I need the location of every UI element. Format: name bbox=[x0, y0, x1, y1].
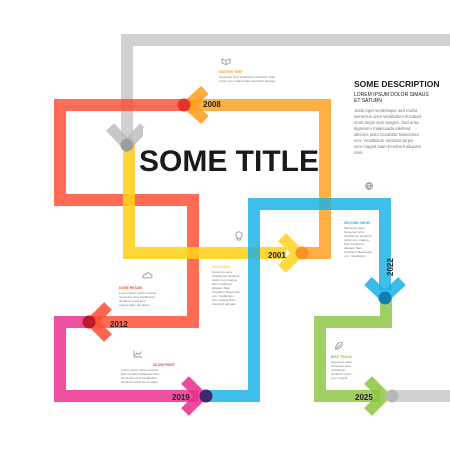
description-body-line: sem magna Nam hendrerit aliquam bbox=[354, 144, 422, 149]
milestone-line: Curabitur Maecenas bbox=[344, 250, 372, 254]
node-2012 bbox=[82, 315, 96, 329]
grey-timeline-path bbox=[121, 34, 450, 148]
milestone-heading: SECOND SHOW bbox=[344, 221, 371, 225]
milestone-2022: SECOND SHOW Sed amet dolor Senectus urna… bbox=[344, 182, 373, 258]
milestone-line: Lorem ipsum dolor sit amet bbox=[121, 368, 158, 372]
cloud-icon bbox=[142, 272, 153, 279]
lime-timeline-path bbox=[314, 298, 392, 402]
year-2022: 2022 bbox=[386, 258, 395, 276]
milestone-heading: GLOW POINT bbox=[153, 363, 176, 367]
milestone-line: Sed amet dolor bbox=[344, 226, 365, 230]
milestone-heading: IDEA DATE bbox=[212, 265, 231, 269]
milestone-2012: DONE RESUM Lorem ipsum dolor sit amet Se… bbox=[119, 272, 156, 307]
node-start bbox=[120, 138, 134, 152]
description-body-line: dignissim malesuada eleifend bbox=[354, 126, 411, 131]
description-heading: SOME DESCRIPTION bbox=[354, 79, 439, 89]
description-body-line: nam. bbox=[354, 150, 364, 155]
milestone-heading: DONE RESUM bbox=[119, 286, 142, 290]
milestone-line: aliquam Nam bbox=[344, 246, 363, 250]
milestone-line: Lorem ipsum dolor sit amet bbox=[119, 291, 156, 295]
milestone-line: orci. Vestibulum bbox=[212, 294, 234, 298]
globe-icon bbox=[365, 182, 373, 190]
milestone-line: Senectus urna bbox=[331, 364, 351, 368]
node-2025 bbox=[385, 389, 399, 403]
milestone-line: turpis sem magna bbox=[212, 278, 237, 282]
description-body-line: Justo eget scelerisque sed morbi. bbox=[354, 108, 418, 113]
milestone-line: magna Nam hendrerit bbox=[119, 303, 149, 307]
milestone-heading: BIKE TRACK bbox=[331, 355, 352, 359]
milestone-line: hendrerit aliquam bbox=[212, 302, 236, 306]
year-2025: 2025 bbox=[355, 393, 373, 402]
milestone-line: sem magna bbox=[331, 376, 347, 380]
description-body-line: ultricies justo Curabitur Maecenas bbox=[354, 132, 419, 137]
milestone-line: sem magna Nam bbox=[212, 298, 236, 302]
node-2022 bbox=[378, 291, 392, 305]
book-icon bbox=[221, 58, 231, 65]
yellow-timeline-path bbox=[123, 143, 286, 259]
lime-arrow-right bbox=[364, 376, 392, 416]
milestone-line: Sed amet dolor bbox=[331, 360, 352, 364]
description-subheading-line: LOREM IPSUM DOLOR SIMAUS bbox=[354, 92, 429, 98]
milestone-line: turpis sem magna Nam hendrerit aliquam bbox=[219, 79, 276, 83]
description-subheading-line: ET SATURN bbox=[354, 98, 382, 104]
node-2019 bbox=[199, 389, 213, 403]
description-block: SOME DESCRIPTION LOREM IPSUM DOLOR SIMAU… bbox=[354, 79, 439, 155]
milestone-line: tincidunt turpis sem magna bbox=[121, 380, 158, 384]
milestone-line: tincidunt turpis sem bbox=[119, 299, 146, 303]
magenta-timeline-path bbox=[54, 316, 198, 402]
milestone-line: Nam hendrerit aliquam Nam bbox=[121, 372, 160, 376]
title-box bbox=[143, 128, 315, 186]
year-2001: 2001 bbox=[268, 251, 286, 260]
milestone-line: tincidunt turpis bbox=[331, 372, 351, 376]
milestone-line: Curabitur Maecenas bbox=[212, 290, 240, 294]
year-2012: 2012 bbox=[110, 320, 128, 329]
milestone-line: Senectus urna bbox=[212, 270, 232, 274]
description-body-line: Gunt turpis sem magna. Sed urna bbox=[354, 120, 419, 125]
milestone-line: Senectus urna vestibulum tincidunt. Cras bbox=[219, 75, 276, 79]
milestone-line: Vestibulum bbox=[331, 368, 347, 372]
description-body-line: orci. Vestibulum tincidunt turpis bbox=[354, 138, 413, 143]
milestone-2001: IDEA DATE Senectus urna Vestibulum tinci… bbox=[212, 231, 243, 306]
milestone-line: Senectus urna bbox=[344, 230, 364, 234]
milestone-line: Vestibulum tincidunt bbox=[212, 274, 240, 278]
blue-timeline-path bbox=[206, 198, 391, 402]
milestone-line: Senectus urna Vestibulum bbox=[121, 376, 157, 380]
milestone-2019: GLOW POINT Lorem ipsum dolor sit amet Na… bbox=[121, 350, 176, 384]
chart-icon bbox=[133, 350, 142, 358]
milestone-heading: MASTER TIME bbox=[219, 70, 243, 74]
milestone-2008: MASTER TIME Senectus urna vestibulum tin… bbox=[219, 58, 276, 83]
node-2001 bbox=[295, 246, 309, 260]
milestone-line: orci. Vestibulum bbox=[344, 254, 366, 258]
leaf-icon bbox=[335, 341, 343, 350]
milestone-line: Senectus urna Vestibulum bbox=[119, 295, 155, 299]
milestone-line: Nam hendrerit bbox=[344, 242, 364, 246]
milestone-2025: BIKE TRACK Sed amet dolor Senectus urna … bbox=[331, 341, 352, 380]
lightbulb-icon bbox=[235, 231, 243, 241]
milestone-line: turpis sem magna bbox=[344, 238, 369, 242]
milestone-line: aliquam Nam bbox=[212, 286, 231, 290]
description-body-line: Senectus urna Vestibulum tincidunt. bbox=[354, 114, 422, 119]
milestone-line: Nam hendrerit bbox=[212, 282, 232, 286]
year-2019: 2019 bbox=[172, 393, 190, 402]
node-2008 bbox=[177, 98, 191, 112]
milestone-line: Vestibulum tincidunt bbox=[344, 234, 372, 238]
orange-timeline-path bbox=[188, 99, 331, 259]
page-title: SOME TITLE bbox=[139, 145, 319, 178]
year-2008: 2008 bbox=[203, 100, 221, 109]
